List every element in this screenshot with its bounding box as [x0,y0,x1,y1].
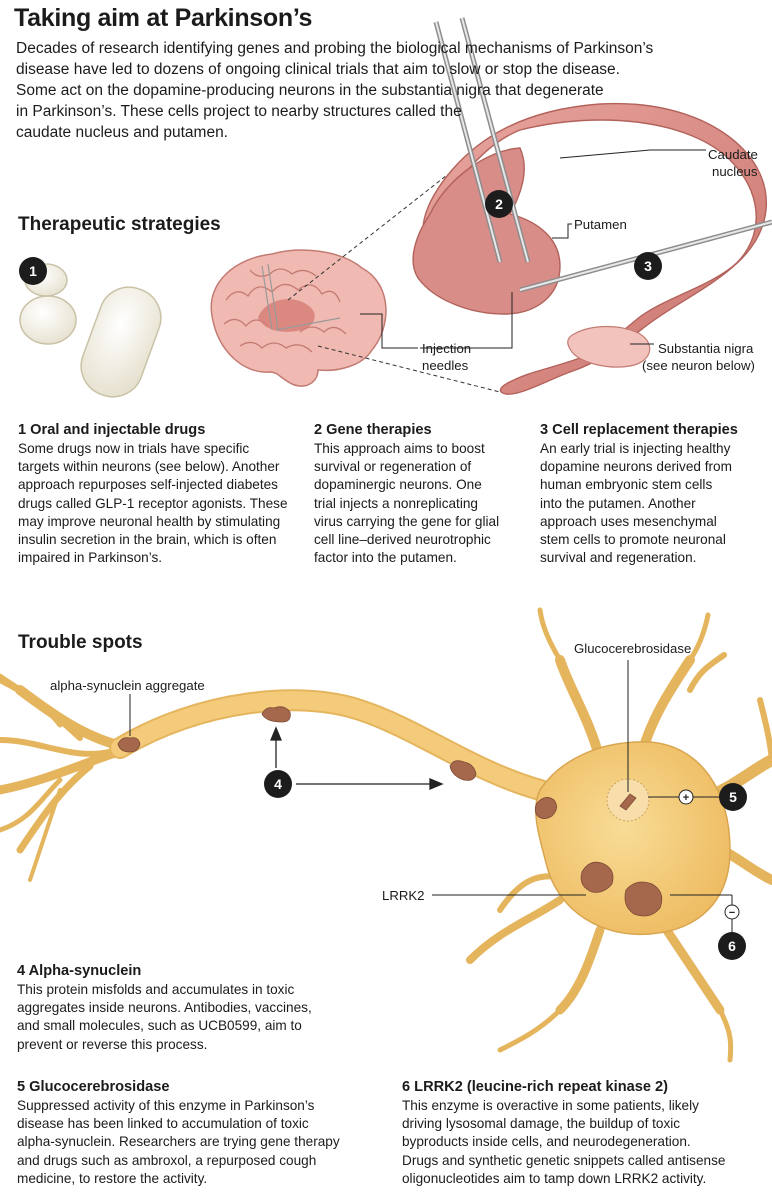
label-lrrk2: LRRK2 [382,888,425,903]
label-line: Caudate [708,147,758,162]
intro-line: disease have led to dozens of ongoing cl… [16,61,620,78]
trouble-5-text: 5 Glucocerebrosidase Suppressed activity… [17,1078,387,1188]
svg-text:4: 4 [274,776,282,792]
strategy-2-text: 2 Gene therapies This approach aims to b… [314,421,524,567]
svg-text:+: + [683,792,689,804]
intro-line: in Parkinson’s. These cells project to n… [16,103,462,120]
marker-2: 2 [485,190,513,218]
marker-5: 5 [719,783,747,811]
label-alpha-synuclein-aggregate: alpha-synuclein aggregate [50,678,205,693]
trouble-title: 6 LRRK2 (leucine-rich repeat kinase 2) [402,1079,669,1095]
strategy-title: 3 Cell replacement therapies [540,422,738,438]
label-caudate-nucleus: Caudate nucleus [708,146,758,180]
trouble-title: 4 Alpha-synuclein [17,963,142,979]
strategy-line: insulin secretion in the brain, which is… [18,532,277,548]
strategy-line: cell line–derived neurotrophic [314,532,491,548]
trouble-line: and drugs such as ambroxol, a repurposed… [17,1152,317,1168]
strategy-line: approach uses mesenchymal [540,513,717,529]
trouble-4-text: 4 Alpha-synuclein This protein misfolds … [17,962,357,1054]
svg-text:1: 1 [29,263,37,279]
intro-line: Some act on the dopamine-producing neuro… [16,82,604,99]
trouble-line: disease has been linked to accumulation … [17,1116,309,1132]
intro-paragraph: Decades of research identifying genes an… [16,38,656,143]
marker-4: 4 [264,770,292,798]
pills-illustration [19,263,162,398]
strategy-3-text: 3 Cell replacement therapies An early tr… [540,421,770,567]
trouble-line: oligonucleotides aim to tamp down LRRK2 … [402,1170,707,1186]
strategy-line: approach repurposes self-injected diabet… [18,477,278,493]
trouble-line: prevent or reverse this process. [17,1036,208,1052]
strategy-line: virus carrying the gene for glial [314,513,500,529]
trouble-line: aggregates inside neurons. Antibodies, v… [17,1000,312,1016]
trouble-line: byproducts inside cells, and neurodegene… [402,1134,691,1150]
brain-illustration [210,249,387,387]
strategy-line: survival or regeneration of [314,459,472,475]
trouble-line: medicine, to restore the activity. [17,1170,208,1186]
svg-text:2: 2 [495,196,503,212]
intro-line: Decades of research identifying genes an… [16,40,654,57]
minus-sign-icon: − [724,904,740,920]
strategy-line: survival and regeneration. [540,550,697,566]
trouble-line: Suppressed activity of this enzyme in Pa… [17,1098,315,1113]
marker-3: 3 [634,252,662,280]
svg-text:3: 3 [644,258,652,274]
zoom-lines [287,167,501,393]
strategy-title: 2 Gene therapies [314,422,432,438]
strategy-line: stem cells to promote neuronal [540,532,726,548]
section-heading-strategies: Therapeutic strategies [18,214,221,235]
page-title: Taking aim at Parkinson’s [14,4,313,32]
strategy-line: impaired in Parkinson’s. [18,550,163,566]
basal-ganglia-illustration [360,17,772,395]
trouble-line: This protein misfolds and accumulates in… [17,982,295,997]
label-line: (see neuron below) [642,358,755,373]
strategy-line: into the putamen. Another [540,495,696,511]
strategy-line: human embryonic stem cells [540,477,713,493]
strategy-line: targets within neurons (see below). Anot… [18,459,280,475]
label-glucocerebrosidase: Glucocerebrosidase [574,641,692,656]
label-line: nucleus [712,164,758,179]
strategy-line: An early trial is injecting healthy [540,441,731,456]
trouble-line: driving lysosomal damage, the buildup of… [402,1116,681,1132]
strategy-line: dopamine neurons derived from [540,459,732,475]
intro-line: caudate nucleus and putamen. [16,124,228,141]
trouble-line: Drugs and synthetic genetic snippets cal… [402,1152,726,1168]
svg-text:5: 5 [729,789,737,805]
svg-text:−: − [729,907,735,919]
trouble-title: 5 Glucocerebrosidase [17,1079,170,1095]
label-injection-needles: Injection needles [422,340,471,374]
strategy-1-text: 1 Oral and injectable drugs Some drugs n… [18,421,298,567]
strategy-line: drugs called GLP-1 receptor agonists. Th… [18,495,288,511]
marker-1: 1 [19,257,47,285]
svg-text:6: 6 [728,938,736,954]
strategy-line: dopaminergic neurons. One [314,477,482,493]
label-putamen: Putamen [574,217,627,232]
marker-6: 6 [718,932,746,960]
strategy-line: This approach aims to boost [314,441,485,456]
neuron-illustration [0,607,772,1063]
trouble-6-text: 6 LRRK2 (leucine-rich repeat kinase 2) T… [402,1078,768,1188]
label-substantia-nigra: Substantia nigra (see neuron below) [642,340,755,374]
section-heading-trouble-spots: Trouble spots [18,632,143,653]
strategy-line: may improve neuronal health by stimulati… [18,513,281,529]
label-line: needles [422,358,469,373]
label-line: Injection [422,341,472,356]
strategy-line: trial injects a nonreplicating [314,495,478,511]
strategy-title: 1 Oral and injectable drugs [18,422,206,438]
strategy-line: Some drugs now in trials have specific [18,441,250,456]
strategy-line: factor into the putamen. [314,550,457,566]
trouble-line: alpha-synuclein. Researchers are trying … [17,1134,340,1150]
trouble-line: This enzyme is overactive in some patien… [402,1098,699,1113]
label-line: Substantia nigra [658,341,754,356]
plus-sign-icon: + [678,789,694,805]
trouble-line: and small molecules, such as UCB0599, ai… [17,1018,302,1034]
